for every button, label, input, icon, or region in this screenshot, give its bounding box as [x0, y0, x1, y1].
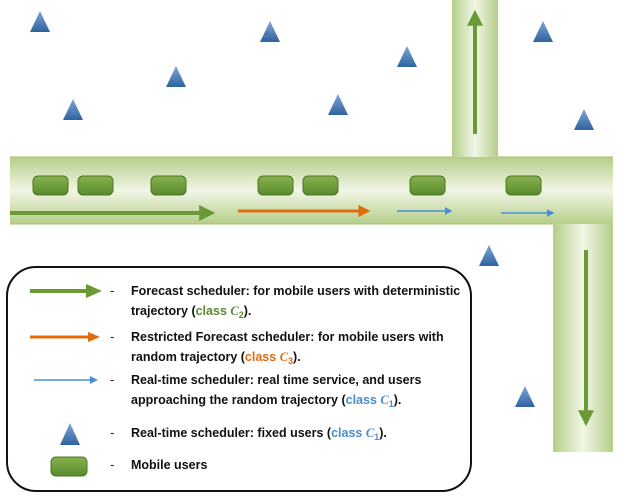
legend-dash: -	[110, 372, 115, 387]
legend-tail: ).	[293, 350, 301, 364]
class-var: C	[230, 304, 239, 318]
green-arrow-icon	[30, 284, 102, 298]
legend-text: Mobile users	[131, 455, 466, 475]
triangle-icon	[533, 21, 553, 42]
class-word: class	[195, 304, 231, 318]
legend-line: random trajectory (class C3).	[131, 347, 466, 368]
class-label: class C1	[331, 426, 380, 442]
class-sub: 1	[388, 399, 394, 409]
legend-line: Forecast scheduler: for mobile users wit…	[131, 284, 461, 298]
class-word: class	[345, 393, 381, 407]
triangle-icon	[574, 109, 594, 130]
class-word: class	[331, 426, 366, 440]
legend-tail: ).	[393, 393, 402, 407]
car-icon	[505, 175, 542, 196]
car-icon	[50, 456, 88, 477]
class-sub: 2	[238, 310, 244, 320]
legend-line: Mobile users	[131, 458, 208, 472]
class-label: class C2	[195, 304, 244, 320]
triangle-icon	[63, 99, 83, 120]
car-icon	[302, 175, 339, 196]
legend-line-text: Real-time scheduler: fixed users (	[131, 426, 332, 440]
legend-text: Real-time scheduler: real time service, …	[131, 370, 466, 411]
legend-tail: ).	[243, 304, 252, 318]
legend-dash: -	[110, 425, 115, 440]
car-icon	[32, 175, 69, 196]
car-icon	[409, 175, 446, 196]
vertical-road-bottom	[553, 224, 613, 452]
orange-arrow-icon	[30, 332, 100, 342]
mobile-users-on-road	[32, 175, 542, 196]
legend-line: Restricted Forecast scheduler: for mobil…	[131, 330, 444, 344]
legend-text: Real-time scheduler: fixed users (class …	[131, 423, 466, 444]
car-icon	[77, 175, 114, 196]
class-var: C	[380, 393, 389, 407]
class-word: class	[244, 350, 280, 364]
legend-dash: -	[110, 457, 115, 472]
triangle-icon	[515, 386, 535, 407]
legend-text: Restricted Forecast scheduler: for mobil…	[131, 327, 466, 368]
legend-line-text: random trajectory (	[131, 350, 245, 364]
legend-line-text: approaching the random trajectory (	[131, 393, 346, 407]
triangle-icon	[166, 66, 186, 87]
legend-line: Real-time scheduler: real time service, …	[131, 373, 422, 387]
legend-line: approaching the random trajectory (class…	[131, 390, 466, 411]
car-icon	[150, 175, 187, 196]
class-sub: 1	[374, 432, 380, 442]
triangle-icon	[30, 11, 50, 32]
blue-arrow-icon	[34, 376, 98, 384]
legend-line: Real-time scheduler: fixed users (class …	[131, 423, 466, 444]
class-label: class C3	[244, 350, 294, 366]
legend-tail: ).	[379, 426, 387, 440]
legend-line-text: trajectory (	[131, 304, 196, 318]
legend-box	[6, 266, 472, 492]
class-var: C	[279, 350, 289, 364]
triangle-icon	[60, 423, 80, 445]
class-sub: 3	[288, 356, 294, 366]
triangle-icon	[328, 94, 348, 115]
legend-line: trajectory (class C2).	[131, 301, 466, 322]
triangle-icon	[260, 21, 280, 42]
legend-text: Forecast scheduler: for mobile users wit…	[131, 281, 466, 322]
fixed-users	[30, 11, 594, 407]
triangle-icon	[397, 46, 417, 67]
class-label: class C1	[345, 393, 394, 409]
legend-dash: -	[110, 283, 115, 298]
legend-dash: -	[110, 329, 115, 344]
triangle-icon	[479, 245, 499, 266]
car-icon	[257, 175, 294, 196]
class-var: C	[365, 426, 375, 440]
